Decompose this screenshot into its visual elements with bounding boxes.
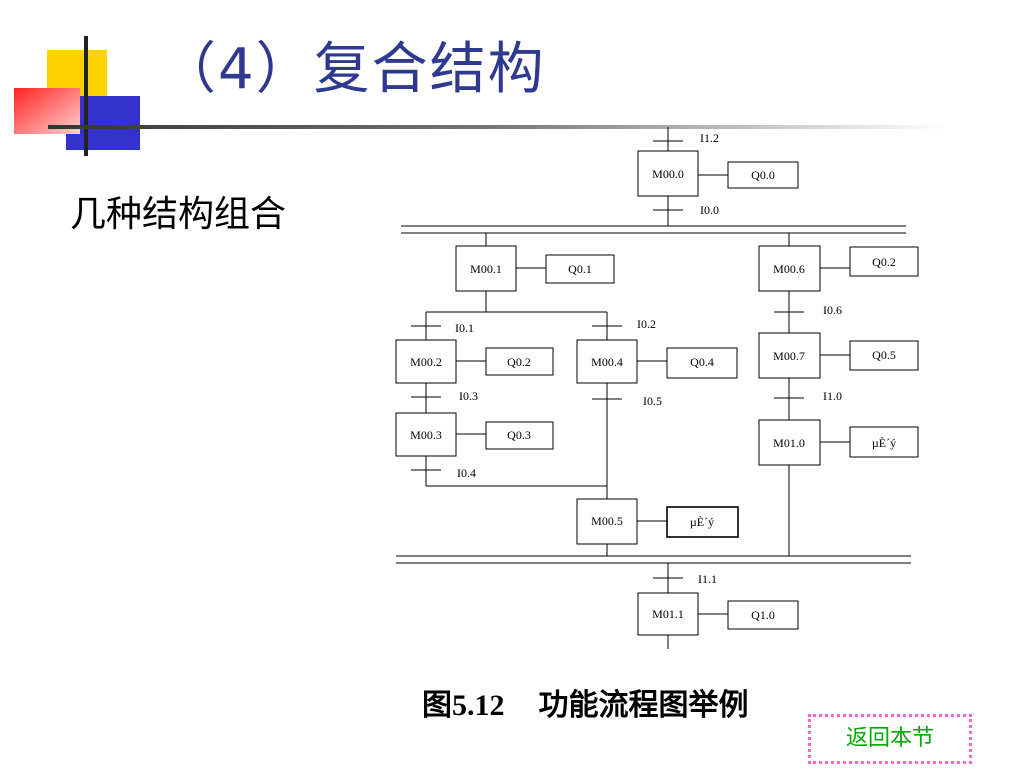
transition-label: I0.5 [643,394,662,408]
action-label: Q0.3 [507,428,531,442]
action-label: Q0.5 [872,348,896,362]
step-label: M00.6 [773,262,805,276]
action-box [849,246,919,277]
action-box [666,506,739,538]
caption-fig-label: 图 [422,688,452,723]
action-label: Q0.2 [507,355,531,369]
action-box [485,421,554,450]
back-to-section-button[interactable]: 返回本节 [808,714,972,764]
action-box [485,347,554,376]
step-label: M00.2 [410,355,442,369]
action-label: Q0.1 [568,262,592,276]
transition-label: I1.2 [700,131,719,145]
action-label: Q0.0 [751,168,775,182]
title-decoration [14,36,948,156]
transition-label: I0.1 [455,321,474,335]
step-label: M01.1 [652,607,684,621]
slide-title: （4）复合结构 [160,37,546,102]
caption-number: 5.12 [452,689,505,722]
action-label: µÈ´ý [872,436,896,450]
action-label: Q0.4 [690,355,714,369]
action-label: Q0.2 [872,255,896,269]
caption-text: 功能流程图举例 [538,688,749,723]
step-label: M00.0 [652,167,684,181]
step-label: M00.7 [773,349,805,363]
deco-vertical-rule [84,36,88,156]
action-box [666,347,738,379]
step-box [395,412,457,457]
transition-label: I1.1 [698,572,717,586]
action-box [849,340,919,371]
step-label: M01.0 [773,436,805,450]
action-box [849,426,919,458]
action-box [545,254,615,284]
slide-subtitle: 几种结构组合 [70,194,287,235]
step-label: M00.5 [591,514,623,528]
action-box [727,600,799,630]
transition-label: I0.2 [637,317,656,331]
transition-label: I0.4 [457,466,476,480]
step-box [758,245,821,292]
step-box [576,339,638,384]
action-label: µÈ´ý [690,515,714,529]
transition-label: I1.0 [823,389,842,403]
deco-horizontal-rule [48,125,948,129]
step-label: M00.4 [591,355,623,369]
step-label: M00.1 [470,262,502,276]
transition-label: I0.3 [459,389,478,403]
action-box [727,161,799,189]
transition-label: I0.6 [823,303,842,317]
action-label: Q1.0 [751,608,775,622]
transition-label: I0.0 [700,203,719,217]
figure-caption: 图5.12 功能流程图举例 [422,680,749,724]
step-label: M00.3 [410,428,442,442]
